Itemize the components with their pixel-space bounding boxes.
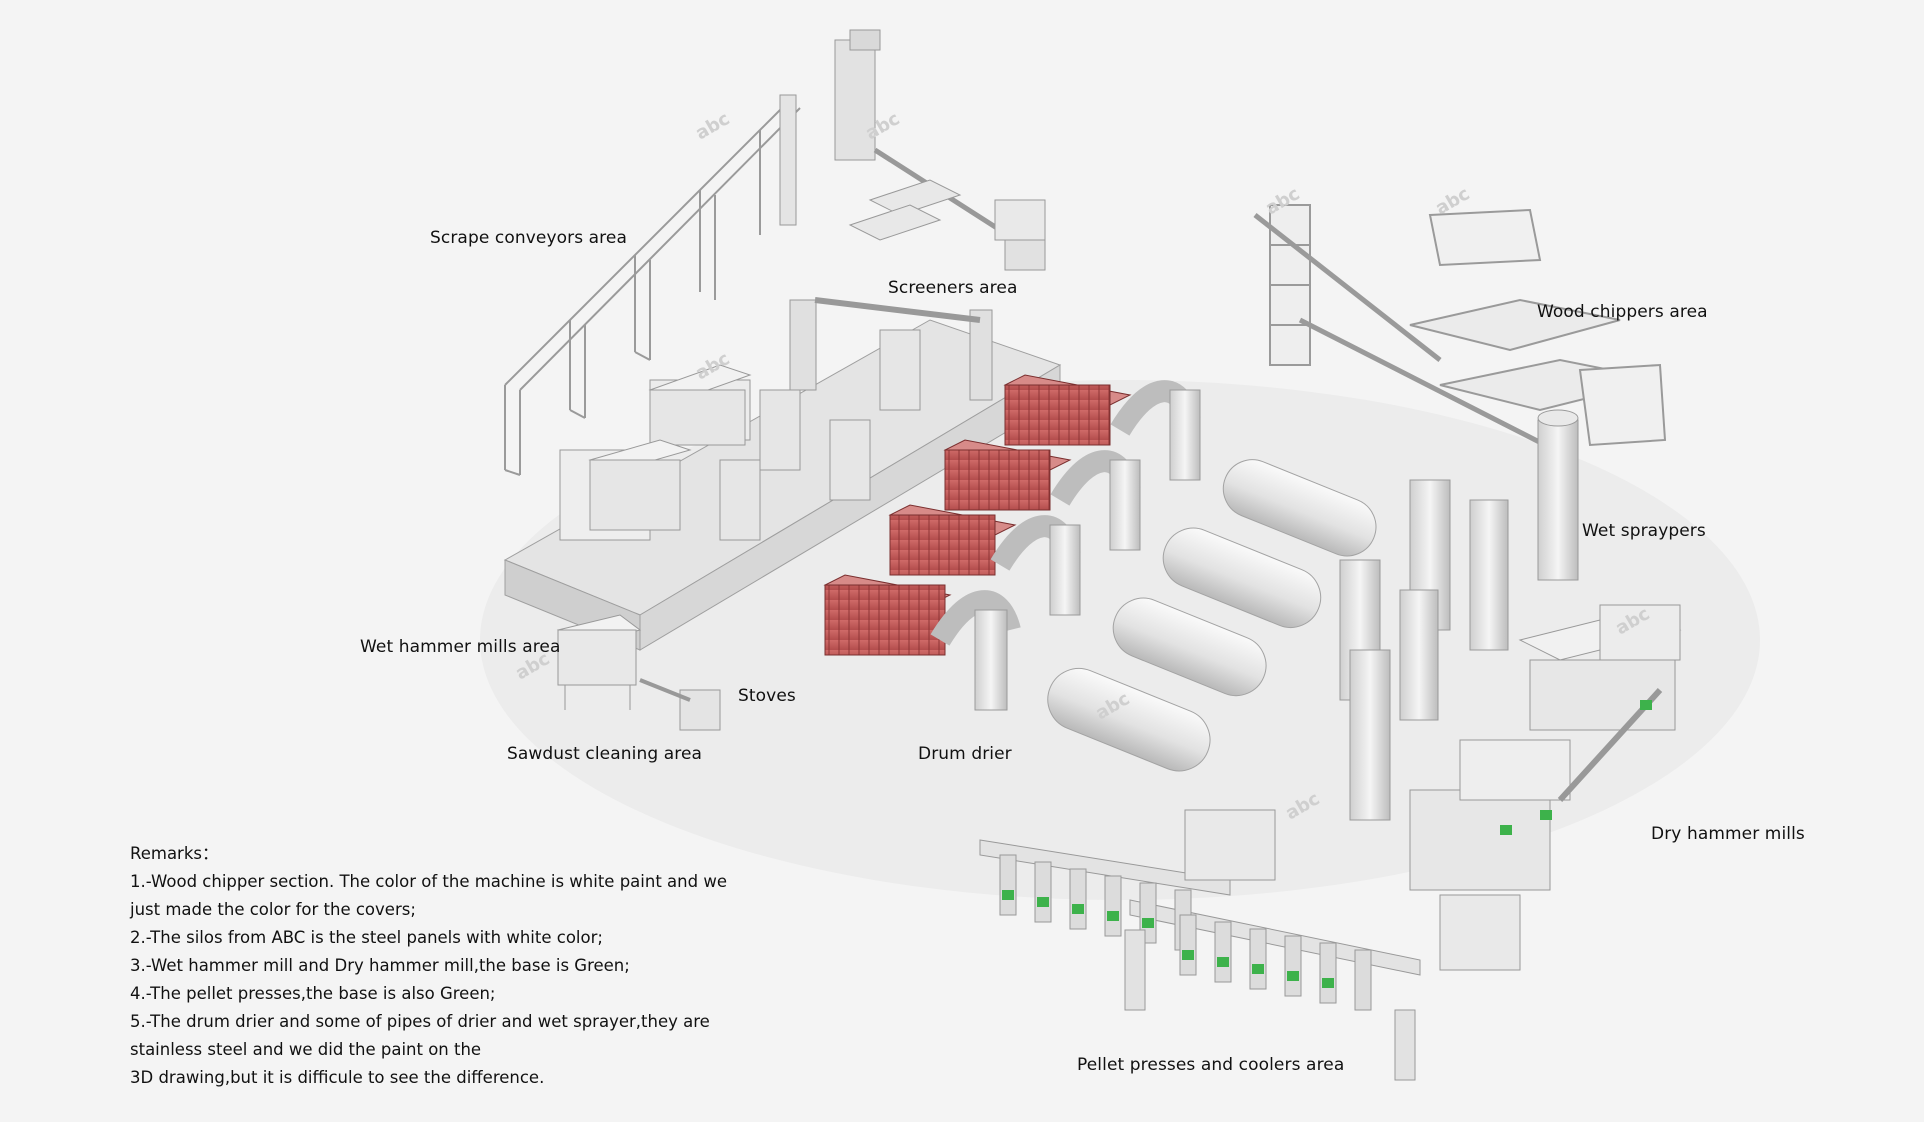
remarks-line: just made the color for the covers; [130,900,416,919]
label-drum-drier: Drum drier [918,744,1012,764]
wood-chippers-equipment [1253,204,1667,453]
drum-drier-1 [1222,459,1377,557]
remarks-line: stainless steel and we did the paint on … [130,1040,482,1059]
remarks-line: 2.-The silos from ABC is the steel panel… [130,928,603,947]
wet-sprayers-equipment [1339,409,1579,821]
stove-3 [888,504,1017,576]
drum-drier-3 [1112,597,1267,697]
dry-hammer-mills-equipment [1409,604,1682,891]
silos [588,364,752,531]
remarks-block: Remarks： 1.-Wood chipper section. The co… [130,840,730,1092]
remarks-line: 5.-The drum drier and some of pipes of d… [130,1012,710,1031]
remarks-line: 1.-Wood chipper section. The color of th… [130,872,727,891]
label-wet-hammer-mills: Wet hammer mills area [360,637,561,657]
pellet-presses-equipment [979,809,1521,1081]
label-stoves: Stoves [738,686,796,706]
watermark: abc [692,108,733,144]
drum-drier-4 [1047,667,1211,772]
label-scrape-conveyors: Scrape conveyors area [430,228,627,248]
cyclones-and-pipes [930,380,1201,711]
drum-drier-2 [1162,527,1322,628]
stove-1 [1003,374,1132,446]
drum-driers [1047,459,1377,772]
label-sawdust-cleaning: Sawdust cleaning area [507,744,703,764]
label-wood-chippers: Wood chippers area [1537,302,1708,322]
remarks-heading: Remarks： [130,844,219,863]
pellet-press-green-bases [1002,890,1334,988]
remarks-line: 3.-Wet hammer mill and Dry hammer mill,t… [130,956,630,975]
remarks-line: 3D drawing,but it is difficule to see th… [130,1068,545,1087]
stove-2 [943,439,1072,511]
screeners-equipment [834,29,1046,271]
label-wet-sprayers: Wet spraypers [1582,521,1706,541]
label-screeners: Screeners area [888,278,1018,298]
scrape-conveyor [504,99,801,476]
label-dry-hammer-mills: Dry hammer mills [1651,824,1805,844]
sawdust-cleaning-equipment [556,614,721,731]
remarks-line: 4.-The pellet presses,the base is also G… [130,984,496,1003]
stove-4 [823,574,952,656]
label-pellet-presses: Pellet presses and coolers area [1077,1055,1345,1075]
